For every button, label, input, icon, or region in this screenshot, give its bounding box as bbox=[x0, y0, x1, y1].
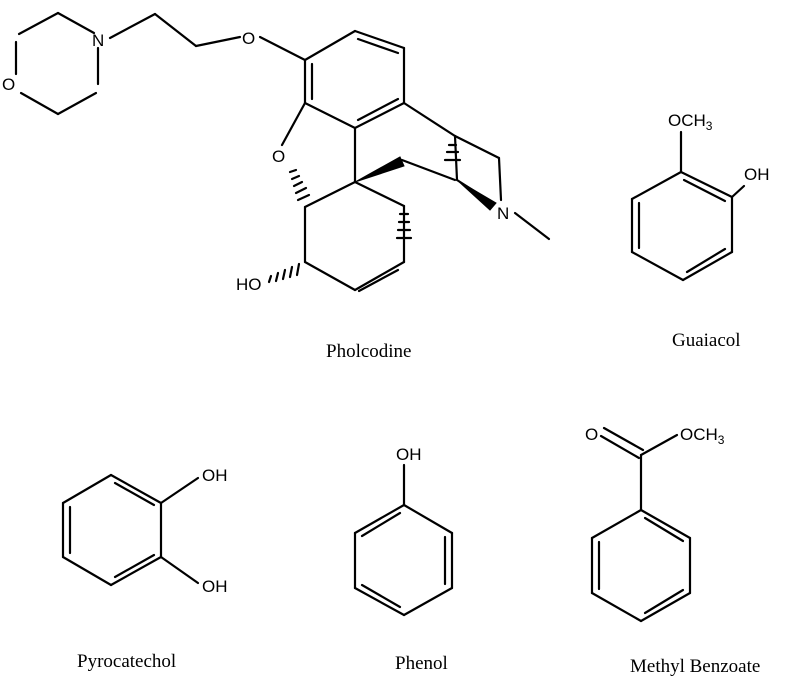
methyl-benzoate-caption: Methyl Benzoate bbox=[630, 656, 760, 677]
pyrocatechol-oh-bottom-label: OH bbox=[202, 577, 228, 596]
pyrocatechol-caption: Pyrocatechol bbox=[77, 651, 176, 672]
methyl-benzoate-structure: O OCH3 Methyl Benzoate bbox=[585, 425, 760, 677]
pholcodine-n-label: N bbox=[497, 204, 509, 223]
morpholine-ring: O N bbox=[2, 11, 104, 116]
pholcodine-ho-label: HO bbox=[236, 275, 262, 294]
pyrocatechol-oh-top-label: OH bbox=[202, 466, 228, 485]
pholcodine-aromatic-ring bbox=[303, 29, 406, 130]
ethoxy-linker: O bbox=[108, 12, 307, 62]
methyl-benzoate-och3-label: OCH3 bbox=[680, 425, 725, 447]
carbonyl-o-label: O bbox=[585, 425, 598, 444]
ether-o-label: O bbox=[242, 29, 255, 48]
guaiacol-och3-label: OCH3 bbox=[668, 111, 713, 133]
phenol-structure: OH Phenol bbox=[353, 445, 454, 674]
phenol-caption: Phenol bbox=[395, 653, 448, 674]
pyrocatechol-structure: OH OH Pyrocatechol bbox=[61, 466, 228, 672]
hashed-bonds bbox=[267, 143, 462, 284]
phenol-oh-label: OH bbox=[396, 445, 422, 464]
guaiacol-structure: OCH3 OH Guaiacol bbox=[630, 111, 770, 351]
morpholine-n-label: N bbox=[92, 31, 104, 50]
morpholine-o-label: O bbox=[2, 75, 15, 94]
pholcodine-caption: Pholcodine bbox=[326, 341, 412, 362]
furan-o-label: O bbox=[272, 147, 285, 166]
pholcodine-ring-system: O N bbox=[236, 101, 551, 294]
guaiacol-oh-label: OH bbox=[744, 165, 770, 184]
pholcodine-structure: O N O O bbox=[2, 11, 551, 362]
guaiacol-caption: Guaiacol bbox=[672, 330, 741, 351]
